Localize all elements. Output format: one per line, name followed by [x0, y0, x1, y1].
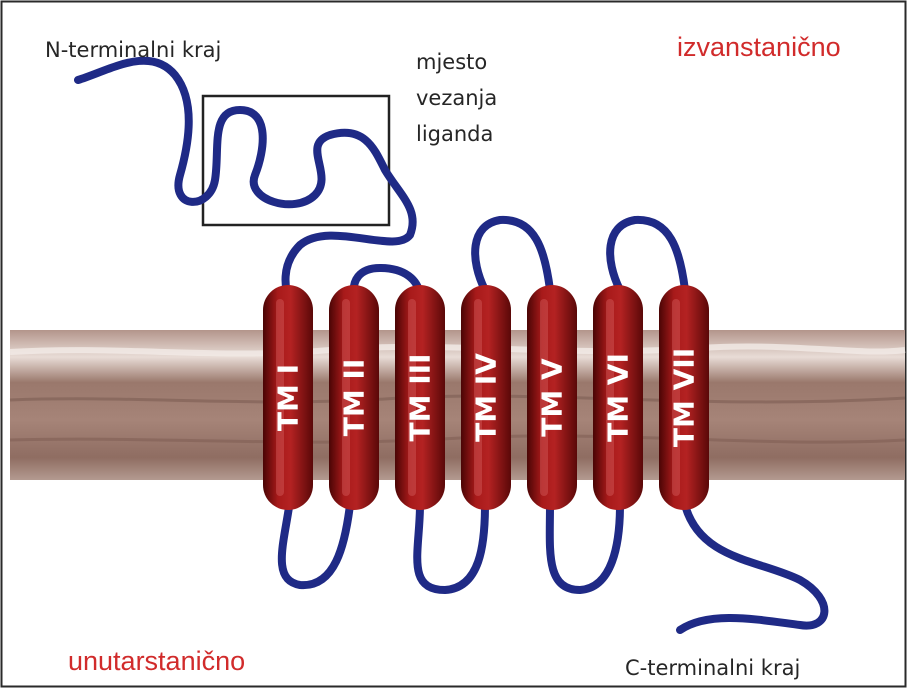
- icl2: [417, 505, 485, 590]
- helix-4: TM IV: [461, 285, 511, 510]
- c-terminal-label: C-terminalni kraj: [625, 658, 800, 679]
- ecl2: [475, 220, 550, 290]
- binding-site-line-1: mjesto: [416, 44, 497, 80]
- helix-label: TM IV: [470, 353, 503, 442]
- helix-2: TM II: [329, 285, 379, 510]
- helix-5: TM V: [527, 285, 577, 510]
- helix-label: TM VII: [668, 348, 701, 447]
- ecl3: [610, 220, 685, 290]
- binding-site-line-3: liganda: [416, 116, 497, 152]
- icl1: [282, 500, 350, 585]
- helix-7: TM VII: [659, 285, 709, 510]
- icl3: [550, 505, 620, 590]
- helix-label: TM III: [404, 354, 437, 442]
- helices: TM I TM II TM III TM IV TM V TM VI TM VII: [263, 285, 709, 510]
- helix-label: TM V: [536, 358, 569, 437]
- helix-6: TM VI: [593, 285, 643, 510]
- intracellular-label: unutarstanično: [68, 648, 245, 675]
- helix-label: TM VI: [602, 353, 635, 442]
- helix-1: TM I: [263, 285, 313, 510]
- n-terminal-label: N-terminalni kraj: [45, 40, 221, 61]
- extracellular-label: izvanstanično: [677, 34, 841, 61]
- helix-3: TM III: [395, 285, 445, 510]
- cell-membrane: [10, 330, 905, 480]
- binding-site-label: mjesto vezanja liganda: [416, 44, 497, 152]
- helix-label: TM II: [338, 359, 371, 437]
- helix-label: TM I: [272, 364, 305, 431]
- c-terminal-tail: [680, 505, 824, 630]
- binding-site-line-2: vezanja: [416, 80, 497, 116]
